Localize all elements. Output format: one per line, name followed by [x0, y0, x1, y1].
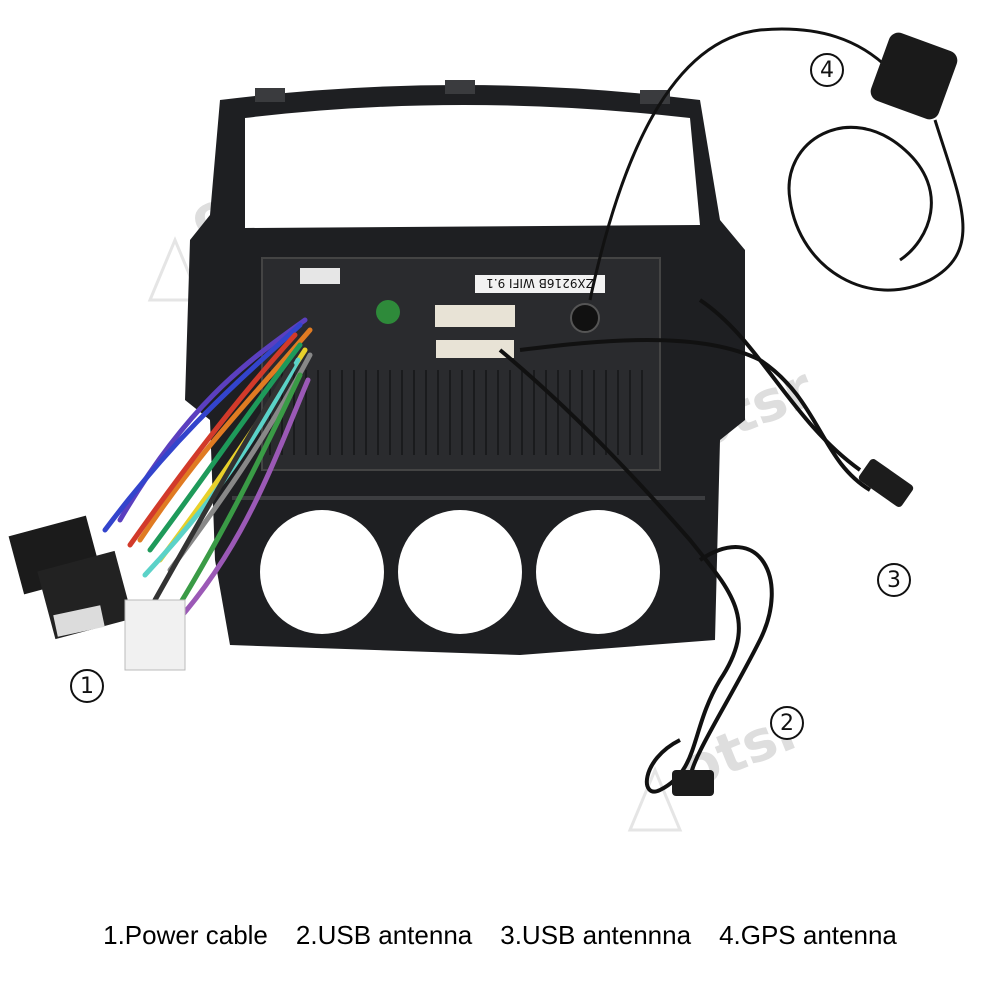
usb-connector-bottom	[672, 770, 714, 796]
caption-usb-antenna: 2.USB antenna	[295, 920, 473, 950]
usb-antenna-right	[519, 298, 872, 492]
marker-usb-antenna-right: 3	[877, 563, 911, 597]
harness-connectors	[8, 515, 186, 671]
marker-power-cable: 1	[70, 669, 104, 703]
gps-antenna	[588, 27, 965, 301]
caption-usb-antenna-2: 3.USB antennna	[500, 920, 692, 950]
caption-power-cable: 1.Power cable	[103, 920, 268, 950]
usb-antenna-bottom	[498, 348, 774, 794]
head-unit: ZX9216B WIFI 9.1	[261, 257, 661, 471]
unit-model-label: ZX9216B WIFI 9.1	[486, 276, 594, 290]
marker-gps-antenna: 4	[810, 53, 844, 87]
power-harness	[102, 317, 313, 648]
usb-connector-right	[858, 459, 914, 507]
caption-gps-antenna: 4.GPS antenna	[719, 920, 897, 950]
marker-usb-antenna-bottom: 2	[770, 706, 804, 740]
caption-bar: 1.Power cable 2.USB antenna 3.USB antenn…	[0, 920, 1000, 964]
gps-antenna-puck	[870, 32, 958, 120]
